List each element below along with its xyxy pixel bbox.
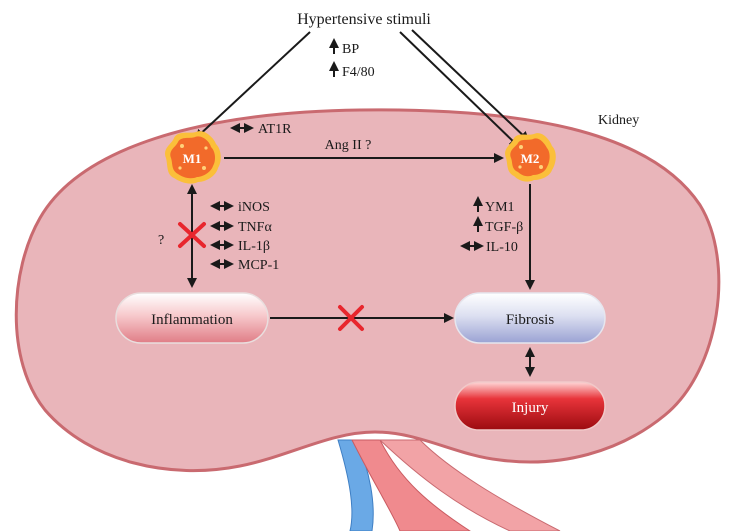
stimulus-label: Hypertensive stimuli [297,11,431,28]
injury-box: Injury [454,381,606,431]
inflammation-box: Inflammation [115,292,269,344]
m2-marker-tgfb: TGF-β [485,220,523,235]
kidney-label: Kidney [598,113,639,128]
fibrosis-label: Fibrosis [506,312,555,328]
kidney-shape [14,108,721,473]
stimulus-to-m1-arrow [194,31,311,140]
m1-marker-list: iNOS TNFα IL-1β MCP-1 [210,200,279,273]
stimulus-to-m2-arrow-a [399,31,520,148]
m2-macrophage-icon [505,133,556,182]
block-x-icon-left [178,222,206,248]
stimulus-to-m2-arrow-b [411,29,530,142]
m2-marker-list: YM1 TGF-β IL-10 [460,196,523,255]
m1-macrophage-icon [165,131,221,184]
at1r-label: AT1R [258,122,292,137]
inflammation-label: Inflammation [151,312,233,328]
m2-marker-il10: IL-10 [486,240,518,255]
injury-label: Injury [512,400,549,416]
m1-marker-mcp1: MCP-1 [238,258,279,273]
renal-vessels [337,439,561,531]
m1-label: M1 [183,151,202,166]
m2-marker-ym1: YM1 [485,200,515,215]
bp-label: BP [342,42,359,57]
question-mark-label: ? [158,233,164,248]
m2-label: M2 [521,151,540,166]
m1-marker-tnfa: TNFα [238,220,272,235]
block-x-icon-center [338,305,364,331]
fibrosis-box: Fibrosis [454,292,606,344]
m1-marker-il1b: IL-1β [238,239,270,254]
f480-label: F4/80 [342,65,375,80]
m1-marker-inos: iNOS [238,200,270,215]
ang-label: Ang II ? [325,138,372,153]
